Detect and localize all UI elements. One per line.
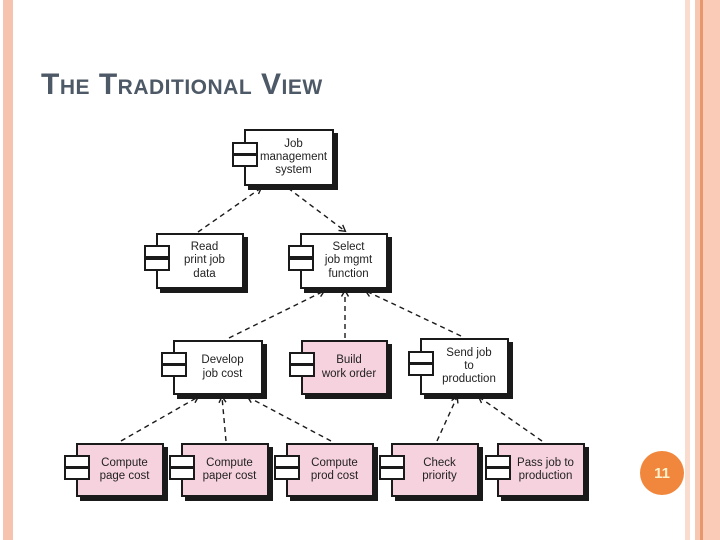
component-tab-icon	[144, 245, 170, 259]
component-tab-icon	[379, 467, 405, 480]
edge-pass-job-to-production-to-send-job-to-production	[477, 395, 543, 442]
edge-check-priority-to-send-job-to-production	[436, 395, 459, 442]
component-tab-icon	[408, 363, 434, 377]
node-label: Job management system	[259, 137, 328, 177]
component-tab-icon	[408, 350, 434, 364]
edge-compute-page-cost-to-develop-job-cost	[120, 395, 200, 442]
node-label: Read print job data	[184, 241, 225, 280]
node-label: Send job to production	[442, 346, 496, 386]
right-border-stripe-1	[685, 0, 690, 540]
right-border-stripe-2	[695, 0, 700, 540]
slide-title: The Traditional View	[41, 68, 323, 101]
node-read-print-job-data: Read print job data	[144, 233, 244, 289]
node-check-priority: Check priority	[379, 443, 479, 497]
node-label: Select job mgmt function	[324, 241, 373, 280]
component-tab-icon	[64, 467, 90, 480]
edge-compute-prod-cost-to-develop-job-cost	[246, 395, 332, 442]
node-label: Build work order	[321, 354, 377, 380]
node-select-job-mgmt-function: Select job mgmt function	[288, 233, 388, 289]
component-tab-icon	[288, 257, 314, 271]
component-tab-icon	[274, 467, 300, 480]
right-border-stripe-3	[700, 0, 703, 540]
page-number-badge: 11	[640, 451, 684, 495]
component-tab-icon	[288, 245, 314, 259]
node-compute-page-cost: Compute page cost	[64, 443, 164, 497]
left-border-stripe	[3, 0, 13, 540]
component-tab-icon	[161, 352, 187, 366]
edge-develop-job-cost-to-select-job-mgmt-function	[228, 289, 326, 339]
edge-compute-paper-cost-to-develop-job-cost	[218, 395, 227, 442]
node-label: Compute paper cost	[202, 456, 257, 482]
node-label: Check priority	[422, 456, 457, 482]
node-compute-paper-cost: Compute paper cost	[169, 443, 269, 497]
component-tab-icon	[144, 257, 170, 271]
component-tab-icon	[232, 141, 258, 155]
edge-job-management-system-to-select-job-mgmt-function	[287, 187, 347, 233]
node-pass-job-to-production: Pass job to production	[485, 443, 585, 497]
edge-read-print-job-data-to-job-management-system	[197, 186, 263, 233]
node-label: Pass job to production	[517, 456, 574, 482]
component-tab-icon	[485, 467, 511, 480]
node-job-management-system: Job management system	[232, 129, 334, 186]
component-tab-icon	[161, 364, 187, 378]
component-tab-icon	[169, 467, 195, 480]
node-send-job-to-production: Send job to production	[408, 338, 509, 395]
component-tab-icon	[232, 154, 258, 168]
node-develop-job-cost: Develop job cost	[161, 340, 263, 395]
node-build-work-order: Build work order	[289, 340, 388, 395]
node-label: Develop job cost	[201, 354, 244, 380]
edge-send-job-to-production-to-select-job-mgmt-function	[364, 289, 462, 337]
page-number: 11	[654, 464, 670, 482]
node-label: Compute prod cost	[310, 456, 359, 482]
node-label: Compute page cost	[99, 456, 150, 482]
node-compute-prod-cost: Compute prod cost	[274, 443, 374, 497]
right-border-stripe-4	[703, 0, 720, 540]
component-tab-icon	[289, 352, 315, 366]
component-tab-icon	[289, 364, 315, 378]
